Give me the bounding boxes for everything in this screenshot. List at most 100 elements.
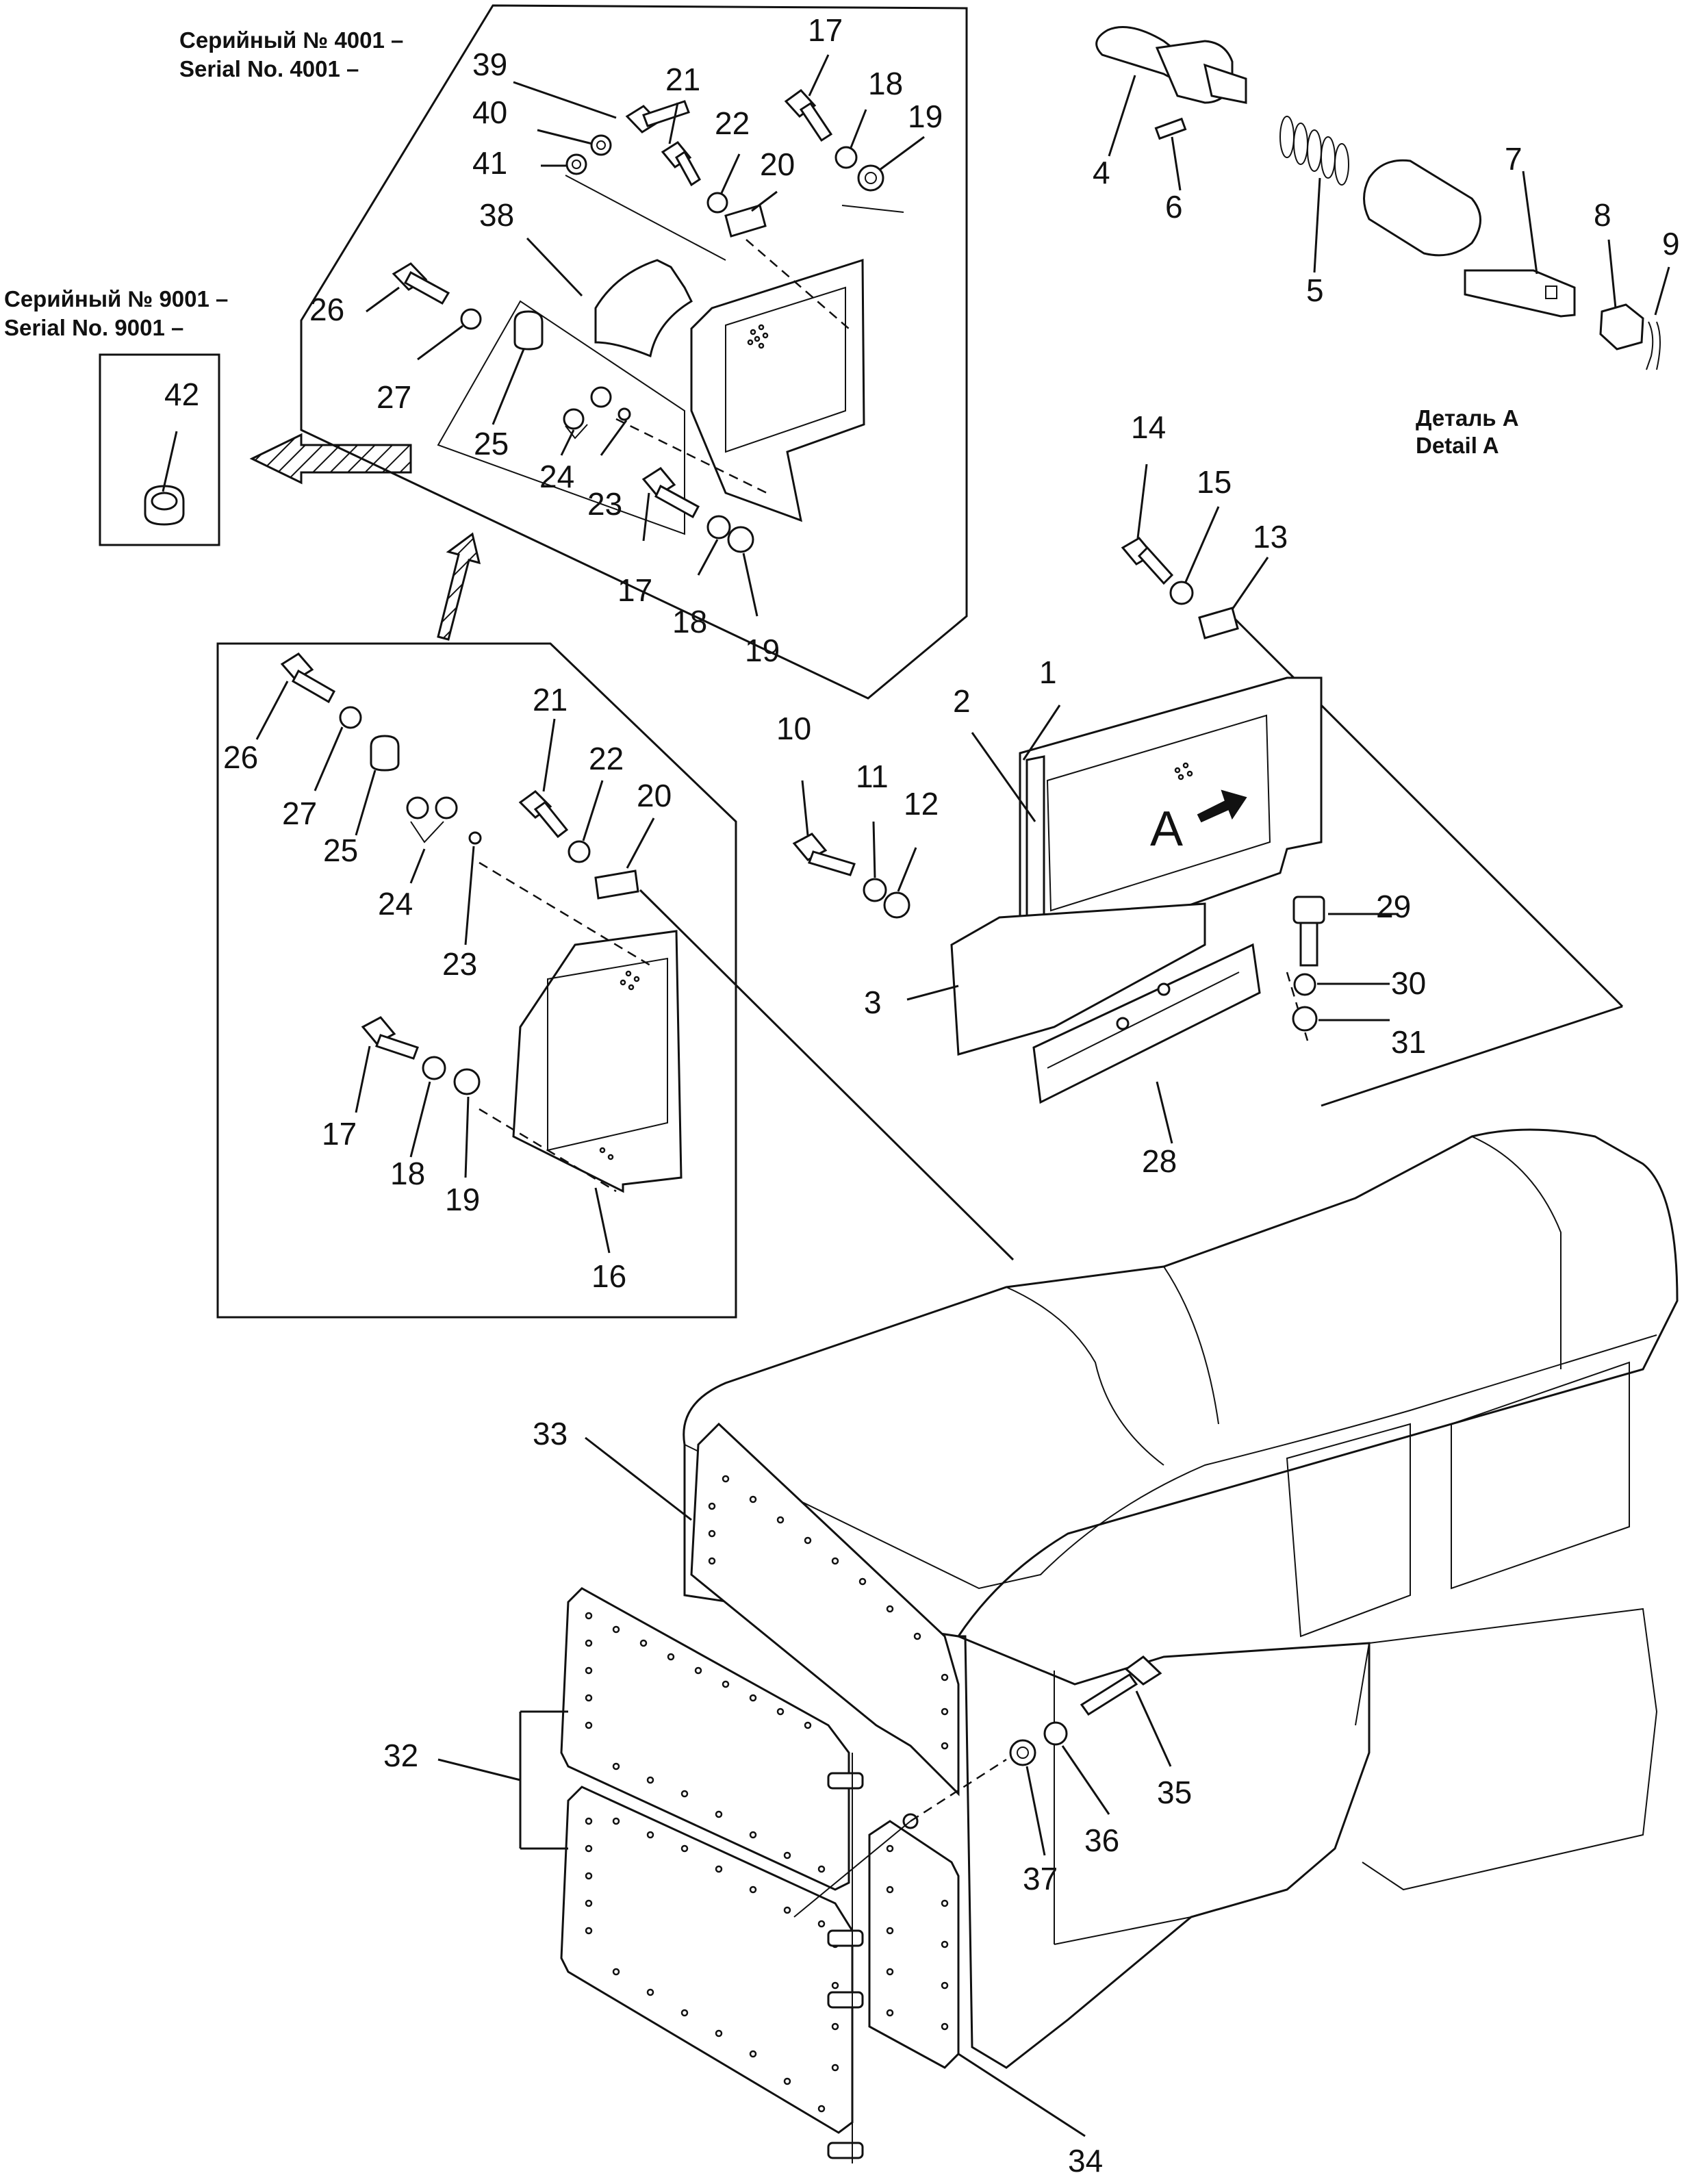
detail-a-arrow bbox=[1197, 789, 1247, 823]
bolt-17-4001-top bbox=[784, 88, 833, 142]
inset-serial-4001 bbox=[249, 4, 968, 700]
callout-19-top: 19 bbox=[908, 99, 943, 134]
lockwasher-15 bbox=[1169, 581, 1194, 605]
serial-4001-en: Serial No. 4001 – bbox=[179, 56, 359, 81]
washer-19-4001-bottom bbox=[727, 526, 754, 553]
bolt-17-4001-bottom bbox=[641, 467, 700, 519]
callout-21-low: 21 bbox=[533, 682, 568, 718]
callout-3: 3 bbox=[864, 985, 882, 1020]
bolt-17 bbox=[361, 1016, 419, 1060]
callout-18-mid: 18 bbox=[672, 604, 707, 639]
callout-20-low: 20 bbox=[637, 778, 672, 813]
bolt-21 bbox=[518, 790, 569, 839]
lockwasher-22-4001 bbox=[706, 192, 728, 214]
bolt-39 bbox=[625, 100, 690, 134]
cam-lever-7 bbox=[1464, 269, 1576, 318]
callout-24-top: 24 bbox=[539, 459, 574, 494]
shield-part-38 bbox=[594, 259, 693, 358]
cotter-pin-9 bbox=[1646, 321, 1661, 370]
lockwasher-18 bbox=[422, 1056, 446, 1080]
serial-9001-en: Serial No. 9001 – bbox=[4, 315, 183, 340]
callout-18-low: 18 bbox=[390, 1156, 425, 1191]
callout-9: 9 bbox=[1662, 226, 1680, 262]
washer-24b bbox=[435, 796, 458, 820]
connector-line-c bbox=[1321, 1005, 1623, 1107]
lockwasher-27 bbox=[339, 706, 362, 729]
callout-17-mid: 17 bbox=[617, 572, 652, 608]
callout-1: 1 bbox=[1039, 655, 1057, 690]
callout-19-mid: 19 bbox=[745, 633, 780, 668]
callout-42: 42 bbox=[164, 377, 199, 412]
bolt-10 bbox=[792, 833, 856, 876]
frame-vent-holes bbox=[1174, 762, 1193, 780]
detail-a-title-en: Detail A bbox=[1416, 433, 1499, 458]
callout-12: 12 bbox=[904, 786, 939, 822]
cover16-vent-holes bbox=[599, 970, 640, 1160]
washer-37 bbox=[1009, 1739, 1036, 1766]
hinge-middle bbox=[827, 1929, 864, 1947]
serial-9001-ru: Серийный № 9001 – bbox=[4, 286, 228, 312]
callout-14: 14 bbox=[1131, 409, 1166, 445]
callout-19-low: 19 bbox=[445, 1182, 480, 1217]
lockwasher-18-4001-top bbox=[834, 146, 858, 169]
callout-6: 6 bbox=[1165, 189, 1183, 225]
washer-24a-4001 bbox=[563, 408, 585, 430]
callout-10: 10 bbox=[776, 711, 811, 746]
washer-24a bbox=[406, 796, 429, 820]
clip-13 bbox=[1198, 607, 1239, 639]
door-grille-upper bbox=[560, 1587, 850, 1891]
callout-29: 29 bbox=[1376, 889, 1411, 924]
washer-40 bbox=[590, 134, 612, 156]
lock-sleeve bbox=[1363, 159, 1481, 257]
callout-25-low: 25 bbox=[323, 833, 358, 868]
callout-37: 37 bbox=[1023, 1861, 1058, 1896]
direction-arrow-left bbox=[249, 433, 412, 485]
callout-4: 4 bbox=[1093, 155, 1110, 190]
lockwasher-27-4001 bbox=[460, 308, 482, 330]
callout-33: 33 bbox=[533, 1416, 568, 1451]
detail-a-marker: A bbox=[1150, 802, 1183, 856]
washer-41 bbox=[565, 153, 587, 175]
lock-assembly-detail-a bbox=[1095, 26, 1670, 370]
callout-35: 35 bbox=[1157, 1775, 1192, 1810]
washer-19-4001-top bbox=[857, 164, 884, 192]
body-roof bbox=[683, 1128, 1679, 1638]
body-side bbox=[958, 1635, 1371, 2069]
ring-23-4001 bbox=[617, 407, 631, 421]
bushing-25 bbox=[370, 735, 400, 772]
cover-plate-28 bbox=[1032, 943, 1261, 1104]
ring-23 bbox=[468, 831, 482, 845]
grille-doors bbox=[437, 1422, 1172, 2163]
callout-17-top: 17 bbox=[808, 12, 843, 48]
body-window-2 bbox=[1451, 1361, 1630, 1590]
bolt-29 bbox=[1292, 896, 1325, 967]
callout-23-low: 23 bbox=[442, 946, 477, 982]
callout-labels: 1 2 3 4 5 6 7 8 9 10 11 12 13 14 15 16 1… bbox=[164, 12, 1680, 2179]
hinge-lower bbox=[827, 1991, 864, 2009]
callout-13: 13 bbox=[1253, 519, 1288, 555]
clip-20 bbox=[594, 869, 639, 900]
inspection-cover-16 bbox=[512, 930, 683, 1193]
callout-28: 28 bbox=[1142, 1143, 1177, 1179]
bolt-26-4001 bbox=[392, 262, 450, 305]
callout-26-low: 26 bbox=[223, 739, 258, 775]
callout-22-low: 22 bbox=[589, 741, 624, 776]
callout-15: 15 bbox=[1197, 464, 1232, 500]
bolt-35 bbox=[1080, 1655, 1162, 1716]
callout-5: 5 bbox=[1306, 272, 1324, 308]
callout-30: 30 bbox=[1391, 965, 1426, 1001]
callout-27-top: 27 bbox=[377, 379, 411, 415]
hinge-upper bbox=[827, 1772, 864, 1790]
bushing-42 bbox=[144, 485, 185, 526]
washer-12 bbox=[883, 891, 910, 919]
callout-20-top: 20 bbox=[760, 147, 795, 182]
lockwasher-11 bbox=[863, 878, 887, 902]
main-cover-frame: A bbox=[792, 464, 1397, 1144]
callout-41: 41 bbox=[472, 145, 507, 181]
callout-21-top: 21 bbox=[665, 62, 700, 97]
callout-17-low: 17 bbox=[322, 1116, 357, 1152]
callout-32: 32 bbox=[383, 1738, 418, 1773]
callout-24-low: 24 bbox=[378, 886, 413, 922]
callout-38: 38 bbox=[479, 197, 514, 233]
